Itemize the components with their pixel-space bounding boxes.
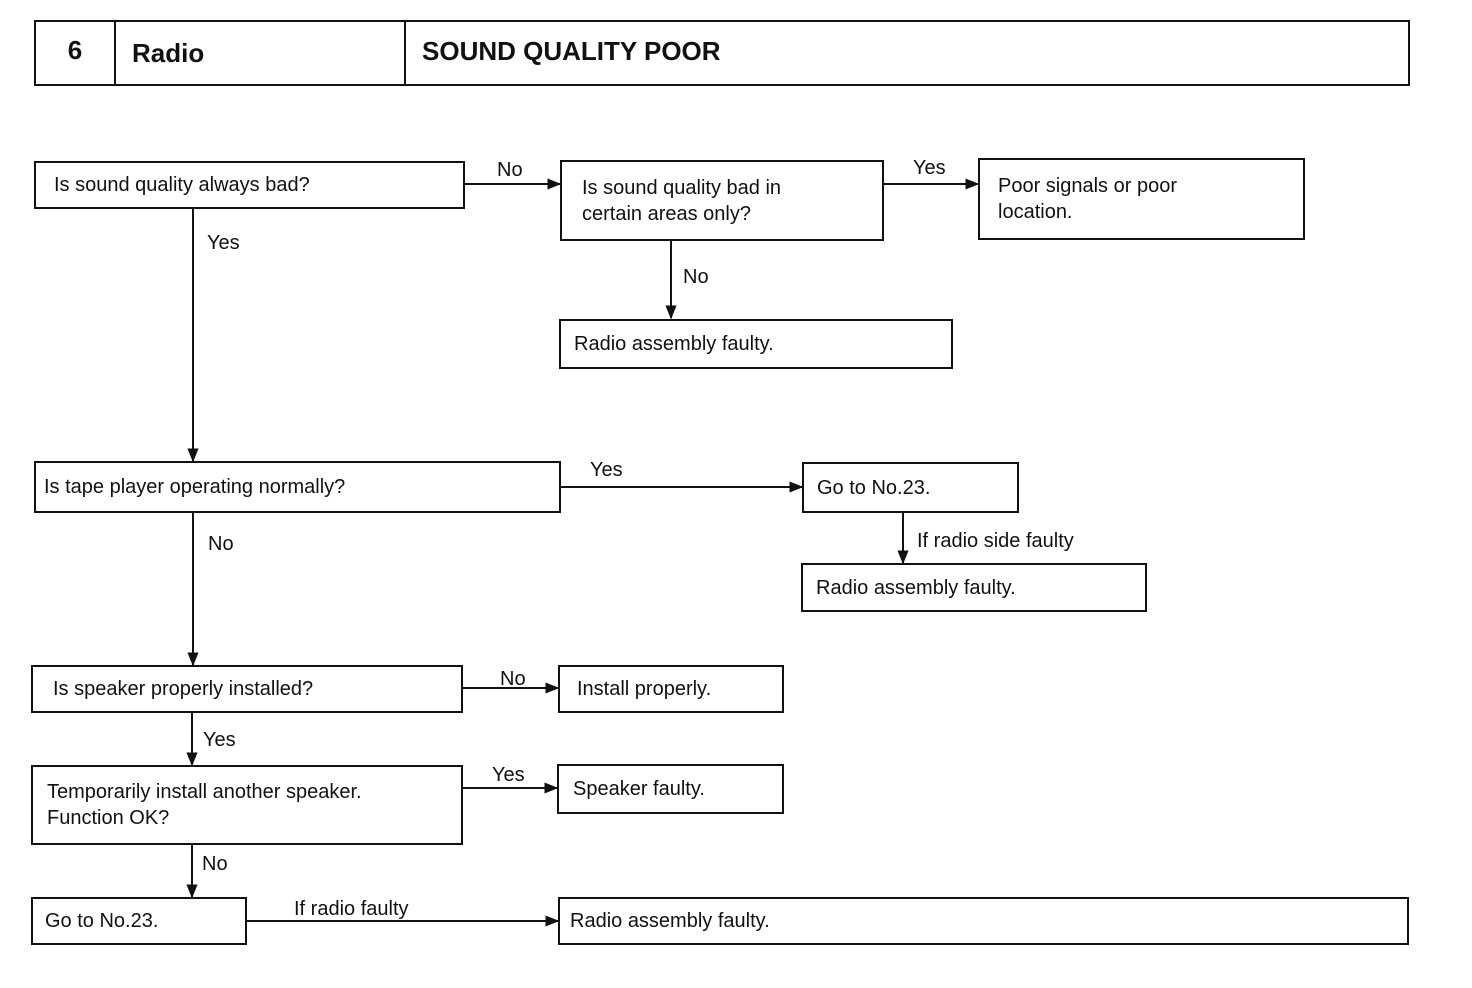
section-name: Radio (116, 22, 406, 84)
edge-label-temp-yes: Yes (492, 764, 525, 786)
procedure-number: 6 (36, 22, 116, 84)
edge-label-always-bad-yes: Yes (207, 232, 240, 254)
question-certain-areas: Is sound quality bad in certain areas on… (560, 160, 884, 241)
result-radio-assembly-faulty-1: Radio assembly faulty. (559, 319, 953, 369)
question-speaker-installed: Is speaker properly installed? (31, 665, 463, 713)
question-sound-always-bad: Is sound quality always bad? (34, 161, 465, 209)
result-poor-signals: Poor signals or poor location. (978, 158, 1305, 240)
result-radio-assembly-faulty-3: Radio assembly faulty. (558, 897, 1409, 945)
edge-label-speaker-yes: Yes (203, 729, 236, 751)
edge-label-goto-radio-side-faulty: If radio side faulty (917, 530, 1074, 552)
result-radio-assembly-faulty-2: Radio assembly faulty. (801, 563, 1147, 612)
edge-label-tape-no: No (208, 533, 234, 555)
procedure-header: 6 Radio SOUND QUALITY POOR (34, 20, 1410, 86)
result-go-to-no23-a: Go to No.23. (802, 462, 1019, 513)
result-speaker-faulty: Speaker faulty. (557, 764, 784, 814)
edge-label-tape-yes: Yes (590, 459, 623, 481)
page-title: SOUND QUALITY POOR (422, 35, 721, 66)
edge-label-speaker-no: No (500, 668, 526, 690)
edge-label-certain-areas-yes: Yes (913, 157, 946, 179)
question-tape-player-normal: Is tape player operating normally? (34, 461, 561, 513)
edge-label-certain-areas-no: No (683, 266, 709, 288)
result-install-properly: Install properly. (558, 665, 784, 713)
edge-label-always-bad-no: No (497, 159, 523, 181)
edge-label-temp-no: No (202, 853, 228, 875)
edge-label-goto-radio-faulty: If radio faulty (294, 898, 409, 920)
question-temporary-speaker: Temporarily install another speaker. Fun… (31, 765, 463, 845)
result-go-to-no23-b: Go to No.23. (31, 897, 247, 945)
